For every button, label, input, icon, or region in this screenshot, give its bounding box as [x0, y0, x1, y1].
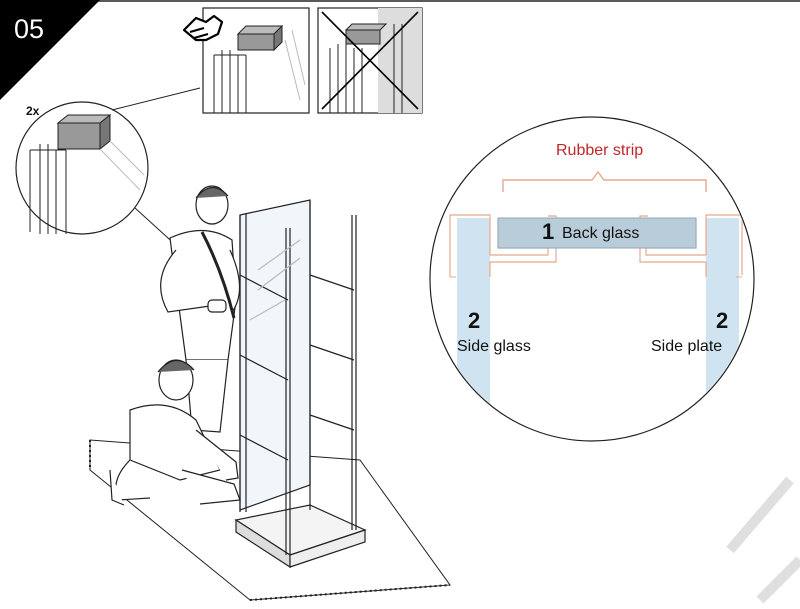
- kneeling-person: [109, 359, 241, 506]
- rubber-strip-bracket: [502, 170, 707, 192]
- cross-out-icon: [321, 11, 419, 110]
- correct-inset: [202, 7, 310, 114]
- side-glass-label: Side glass: [457, 338, 531, 355]
- step-badge: [0, 0, 100, 100]
- side-glass-number: 2: [468, 308, 481, 333]
- back-glass-label: Back glass: [562, 225, 640, 242]
- profile-detail-circle: [429, 116, 755, 442]
- quantity-label: 2x: [26, 104, 40, 118]
- standing-person: [160, 185, 241, 433]
- corner-detail-zoom: [15, 87, 201, 259]
- back-glass-number: 1: [542, 219, 555, 244]
- rubber-strip-label: Rubber strip: [556, 142, 644, 159]
- side-plate-label: Side plate: [651, 338, 723, 355]
- step-number: 05: [14, 14, 45, 44]
- hand-press-icon: [182, 14, 224, 42]
- watermark: [726, 476, 800, 604]
- shower-frame: [234, 199, 367, 569]
- back-glass-panel: [497, 217, 697, 249]
- side-plate-number: 2: [716, 308, 729, 333]
